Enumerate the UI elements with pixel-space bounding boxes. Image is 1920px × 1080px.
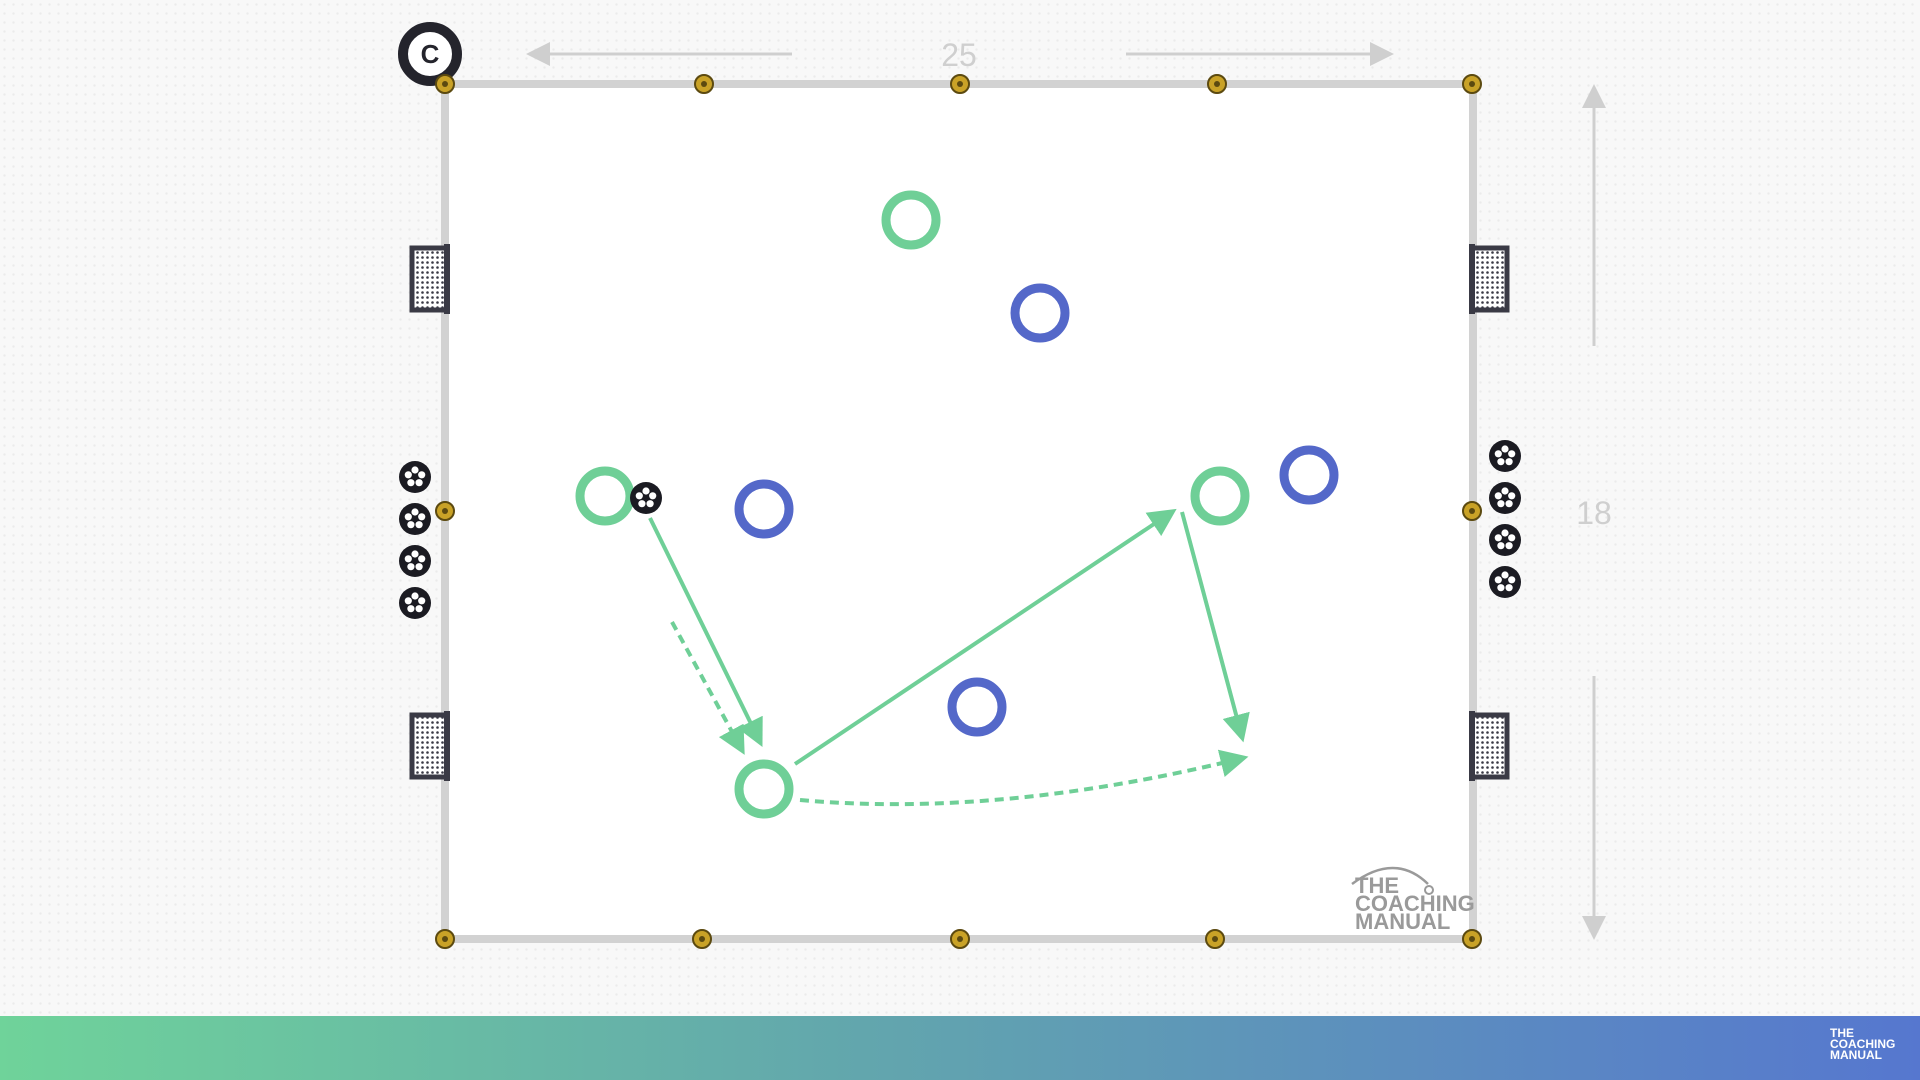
player-marker: [1190, 466, 1250, 526]
run-arrow: [670, 621, 745, 755]
ball-icon: [1489, 440, 1521, 472]
player-marker: [734, 759, 794, 819]
footer-logo: THE COACHING MANUAL: [1830, 1026, 1910, 1062]
pass-arrow: [648, 517, 763, 748]
goal-icon: [1469, 711, 1510, 781]
cone-icon: [1462, 74, 1482, 94]
logo-line-3: MANUAL: [1355, 909, 1450, 934]
goal-icon: [1469, 244, 1510, 314]
blue-team: [734, 283, 1339, 737]
corner-badge-letter: C: [421, 39, 440, 69]
player-marker: [734, 479, 794, 539]
ball-icon: [1489, 482, 1521, 514]
width-label: 25: [941, 37, 977, 73]
cone-icon: [435, 501, 455, 521]
pass-arrows: [648, 508, 1250, 807]
footer-logo-line-2: COACHING: [1830, 1037, 1896, 1051]
corner-badge: C: [398, 22, 462, 86]
cone-icon: [1462, 929, 1482, 949]
player-marker: [947, 677, 1007, 737]
logo-line-2: COACHING: [1355, 891, 1475, 916]
pass-arrow: [793, 508, 1177, 766]
ball-icon: [399, 587, 431, 619]
ball-icon: [1489, 524, 1521, 556]
ball-supply-left: [399, 461, 431, 619]
ball-icon: [399, 503, 431, 535]
width-dimension: 25: [526, 37, 1394, 73]
ball-icon: [630, 482, 662, 514]
footer-bar: THE COACHING MANUAL: [0, 1016, 1920, 1080]
footer-logo-line-1: THE: [1830, 1026, 1854, 1040]
cone-icon: [1207, 74, 1227, 94]
cone-icon: [950, 929, 970, 949]
player-marker: [1010, 283, 1070, 343]
run-arrow: [799, 749, 1249, 807]
drill-diagram: C 25 18: [398, 22, 1612, 949]
player-marker: [575, 466, 635, 526]
footer-logo-line-3: MANUAL: [1830, 1048, 1882, 1062]
goal-icon: [409, 711, 450, 781]
cone-icon: [435, 74, 455, 94]
cone-icon: [950, 74, 970, 94]
height-dimension: 18: [1576, 84, 1612, 940]
cones: [435, 74, 1482, 949]
logo-line-1: THE: [1355, 873, 1399, 898]
green-team: [575, 190, 1250, 819]
player-marker: [881, 190, 941, 250]
cone-icon: [1205, 929, 1225, 949]
ball-icon: [399, 545, 431, 577]
ball-icon: [399, 461, 431, 493]
ball-icon: [1489, 566, 1521, 598]
cone-icon: [435, 929, 455, 949]
pitch-area: [445, 84, 1473, 939]
pass-arrow: [1180, 511, 1250, 743]
player-marker: [1279, 445, 1339, 505]
goal-icon: [409, 244, 450, 314]
cone-icon: [694, 74, 714, 94]
height-label: 18: [1576, 495, 1612, 531]
ball-supply-right: [1489, 440, 1521, 598]
cone-icon: [692, 929, 712, 949]
cone-icon: [1462, 501, 1482, 521]
coaching-manual-logo: THE COACHING MANUAL: [1351, 866, 1475, 934]
